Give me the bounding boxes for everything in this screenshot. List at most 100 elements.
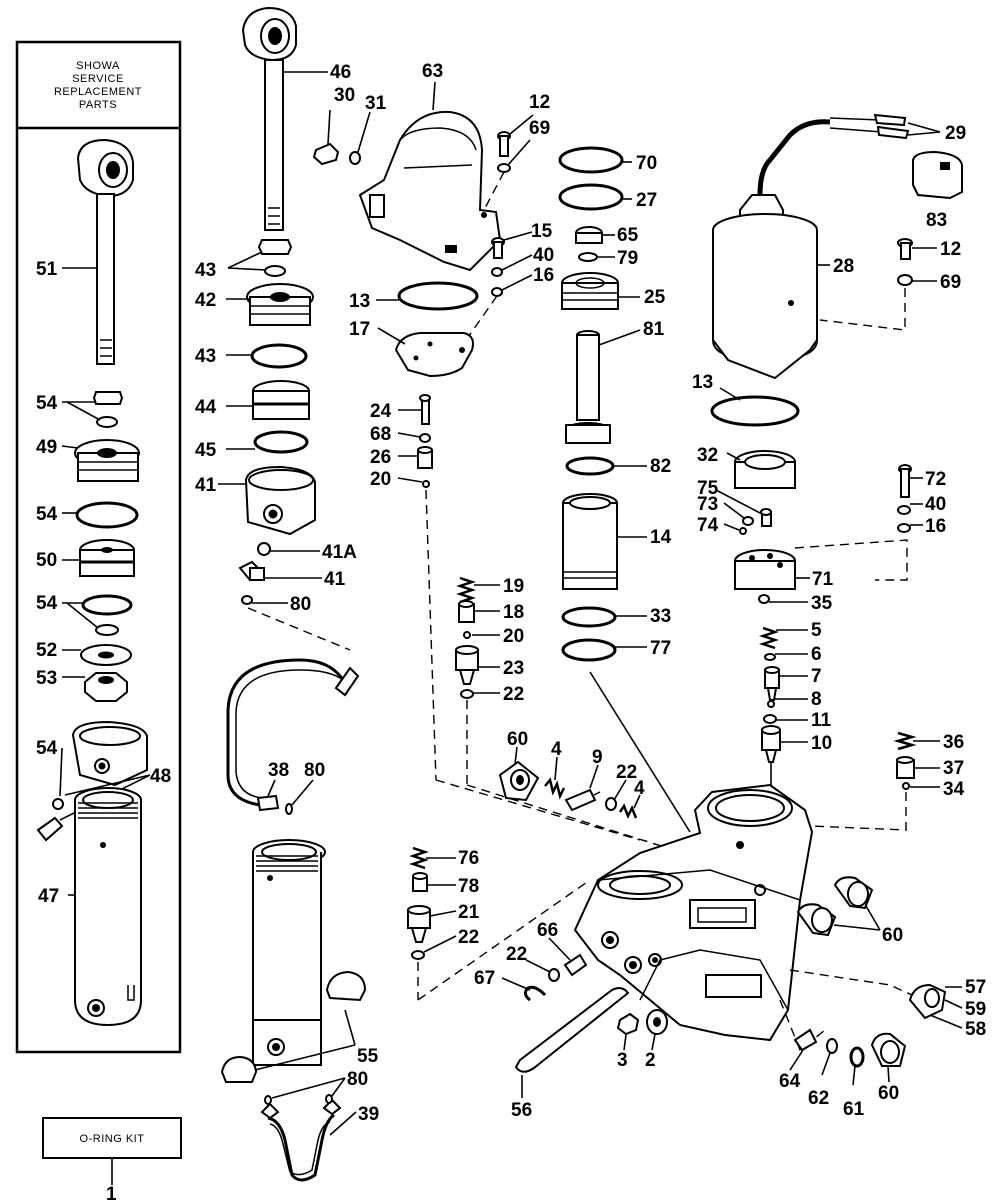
part-13-oring-b	[710, 395, 800, 427]
part-42-gland-nut	[246, 283, 314, 326]
part-60-check-valve-a	[498, 760, 540, 802]
label-12-b: 12	[940, 239, 961, 260]
part-36-spring	[893, 731, 917, 751]
label-67: 67	[474, 968, 495, 989]
label-37: 37	[943, 758, 964, 779]
part-14-cylinder-sleeve	[562, 493, 618, 590]
label-81: 81	[643, 319, 665, 340]
label-35: 35	[811, 593, 833, 614]
part-79-oring	[578, 252, 598, 262]
label-65: 65	[617, 225, 639, 246]
label-80-a: 80	[290, 594, 311, 615]
showa-service-kit-panel: SHOWA SERVICE REPLACEMENT PARTS	[15, 40, 182, 1054]
part-8-ball	[767, 700, 775, 708]
label-31: 31	[365, 93, 387, 114]
part-75-pin	[760, 508, 772, 527]
part-40-washer-a	[491, 267, 503, 277]
part-18-plunger	[458, 600, 475, 623]
part-45-oring	[253, 430, 309, 454]
kit-header-line1: SHOWA	[76, 60, 120, 72]
label-22-d: 22	[506, 944, 527, 965]
part-41-end-block	[244, 465, 316, 536]
label-66: 66	[537, 920, 558, 941]
part-31-washer	[349, 151, 361, 165]
part-23-valve-body	[455, 645, 479, 685]
part-78-plunger	[412, 872, 428, 892]
label-49: 49	[36, 437, 57, 458]
label-76: 76	[458, 848, 479, 869]
kit-header-line2: SERVICE	[72, 73, 124, 85]
part-80-oring-a	[241, 595, 253, 605]
label-29: 29	[945, 123, 966, 144]
label-28: 28	[833, 256, 854, 277]
kit-header-line4: PARTS	[79, 99, 117, 111]
part-7-plunger	[764, 666, 780, 701]
part-46-tilt-rod	[241, 6, 297, 231]
label-17: 17	[349, 319, 370, 340]
label-22-c: 22	[458, 927, 479, 948]
part-49-gland-nut	[74, 439, 140, 482]
part-63-motor-cover	[358, 110, 502, 272]
label-11: 11	[811, 710, 832, 731]
part-22-oring-a	[460, 689, 474, 699]
part-74-ball	[739, 527, 747, 535]
part-54-seals-top	[92, 391, 124, 428]
label-19: 19	[503, 576, 524, 597]
label-18: 18	[503, 602, 524, 623]
label-41-b: 41	[324, 569, 346, 590]
label-6: 6	[811, 644, 822, 665]
label-71: 71	[812, 569, 834, 590]
label-21: 21	[458, 902, 480, 923]
label-32: 32	[697, 445, 718, 466]
main-valve-body	[573, 783, 814, 1042]
part-43-oring	[250, 343, 308, 369]
part-16-washer-a	[491, 287, 503, 297]
part-57-valve	[908, 983, 947, 1020]
part-76-spring	[409, 846, 429, 870]
part-83-connector	[912, 150, 963, 200]
label-57: 57	[965, 977, 986, 998]
part-9-valve-a	[564, 788, 601, 812]
part-22-oring-d	[548, 968, 560, 982]
part-38-hose	[226, 658, 360, 812]
label-54-c: 54	[36, 593, 58, 614]
label-20-a: 20	[370, 469, 391, 490]
label-39: 39	[358, 1104, 379, 1125]
part-72-screw	[898, 464, 912, 498]
label-51: 51	[36, 259, 58, 280]
kit-header-line3: REPLACEMENT	[54, 86, 142, 98]
part-20-ball-a	[422, 480, 430, 488]
part-69-washer-a	[497, 163, 511, 173]
part-39-tube	[260, 1098, 342, 1182]
part-66-valve-b	[563, 953, 588, 977]
label-24: 24	[370, 401, 392, 422]
part-26-valve	[417, 446, 433, 469]
label-42: 42	[195, 290, 216, 311]
label-34: 34	[943, 779, 965, 800]
part-70-oring	[558, 146, 624, 174]
part-48-end-block	[36, 720, 148, 842]
label-75: 75	[697, 478, 719, 499]
label-60-a: 60	[507, 729, 528, 750]
label-13-b: 13	[692, 372, 713, 393]
label-69-b: 69	[940, 272, 961, 293]
part-32-seal-cup	[734, 450, 796, 489]
label-46: 46	[330, 62, 351, 83]
label-50: 50	[36, 550, 57, 571]
label-9: 9	[592, 747, 603, 768]
label-74: 74	[697, 515, 719, 536]
label-58: 58	[965, 1019, 986, 1040]
part-34-ball	[902, 782, 910, 790]
label-69-a: 69	[529, 118, 550, 139]
label-30: 30	[334, 85, 355, 106]
part-81-piston-rod	[565, 330, 611, 444]
part-64-valve	[793, 1028, 818, 1052]
label-4-a: 4	[551, 739, 562, 760]
label-54-d: 54	[36, 738, 58, 759]
part-30-bolt	[312, 142, 340, 166]
label-43-b: 43	[195, 346, 216, 367]
part-2-bushing	[646, 1009, 668, 1035]
label-16-b: 16	[925, 516, 946, 537]
part-15-screw	[491, 237, 505, 259]
